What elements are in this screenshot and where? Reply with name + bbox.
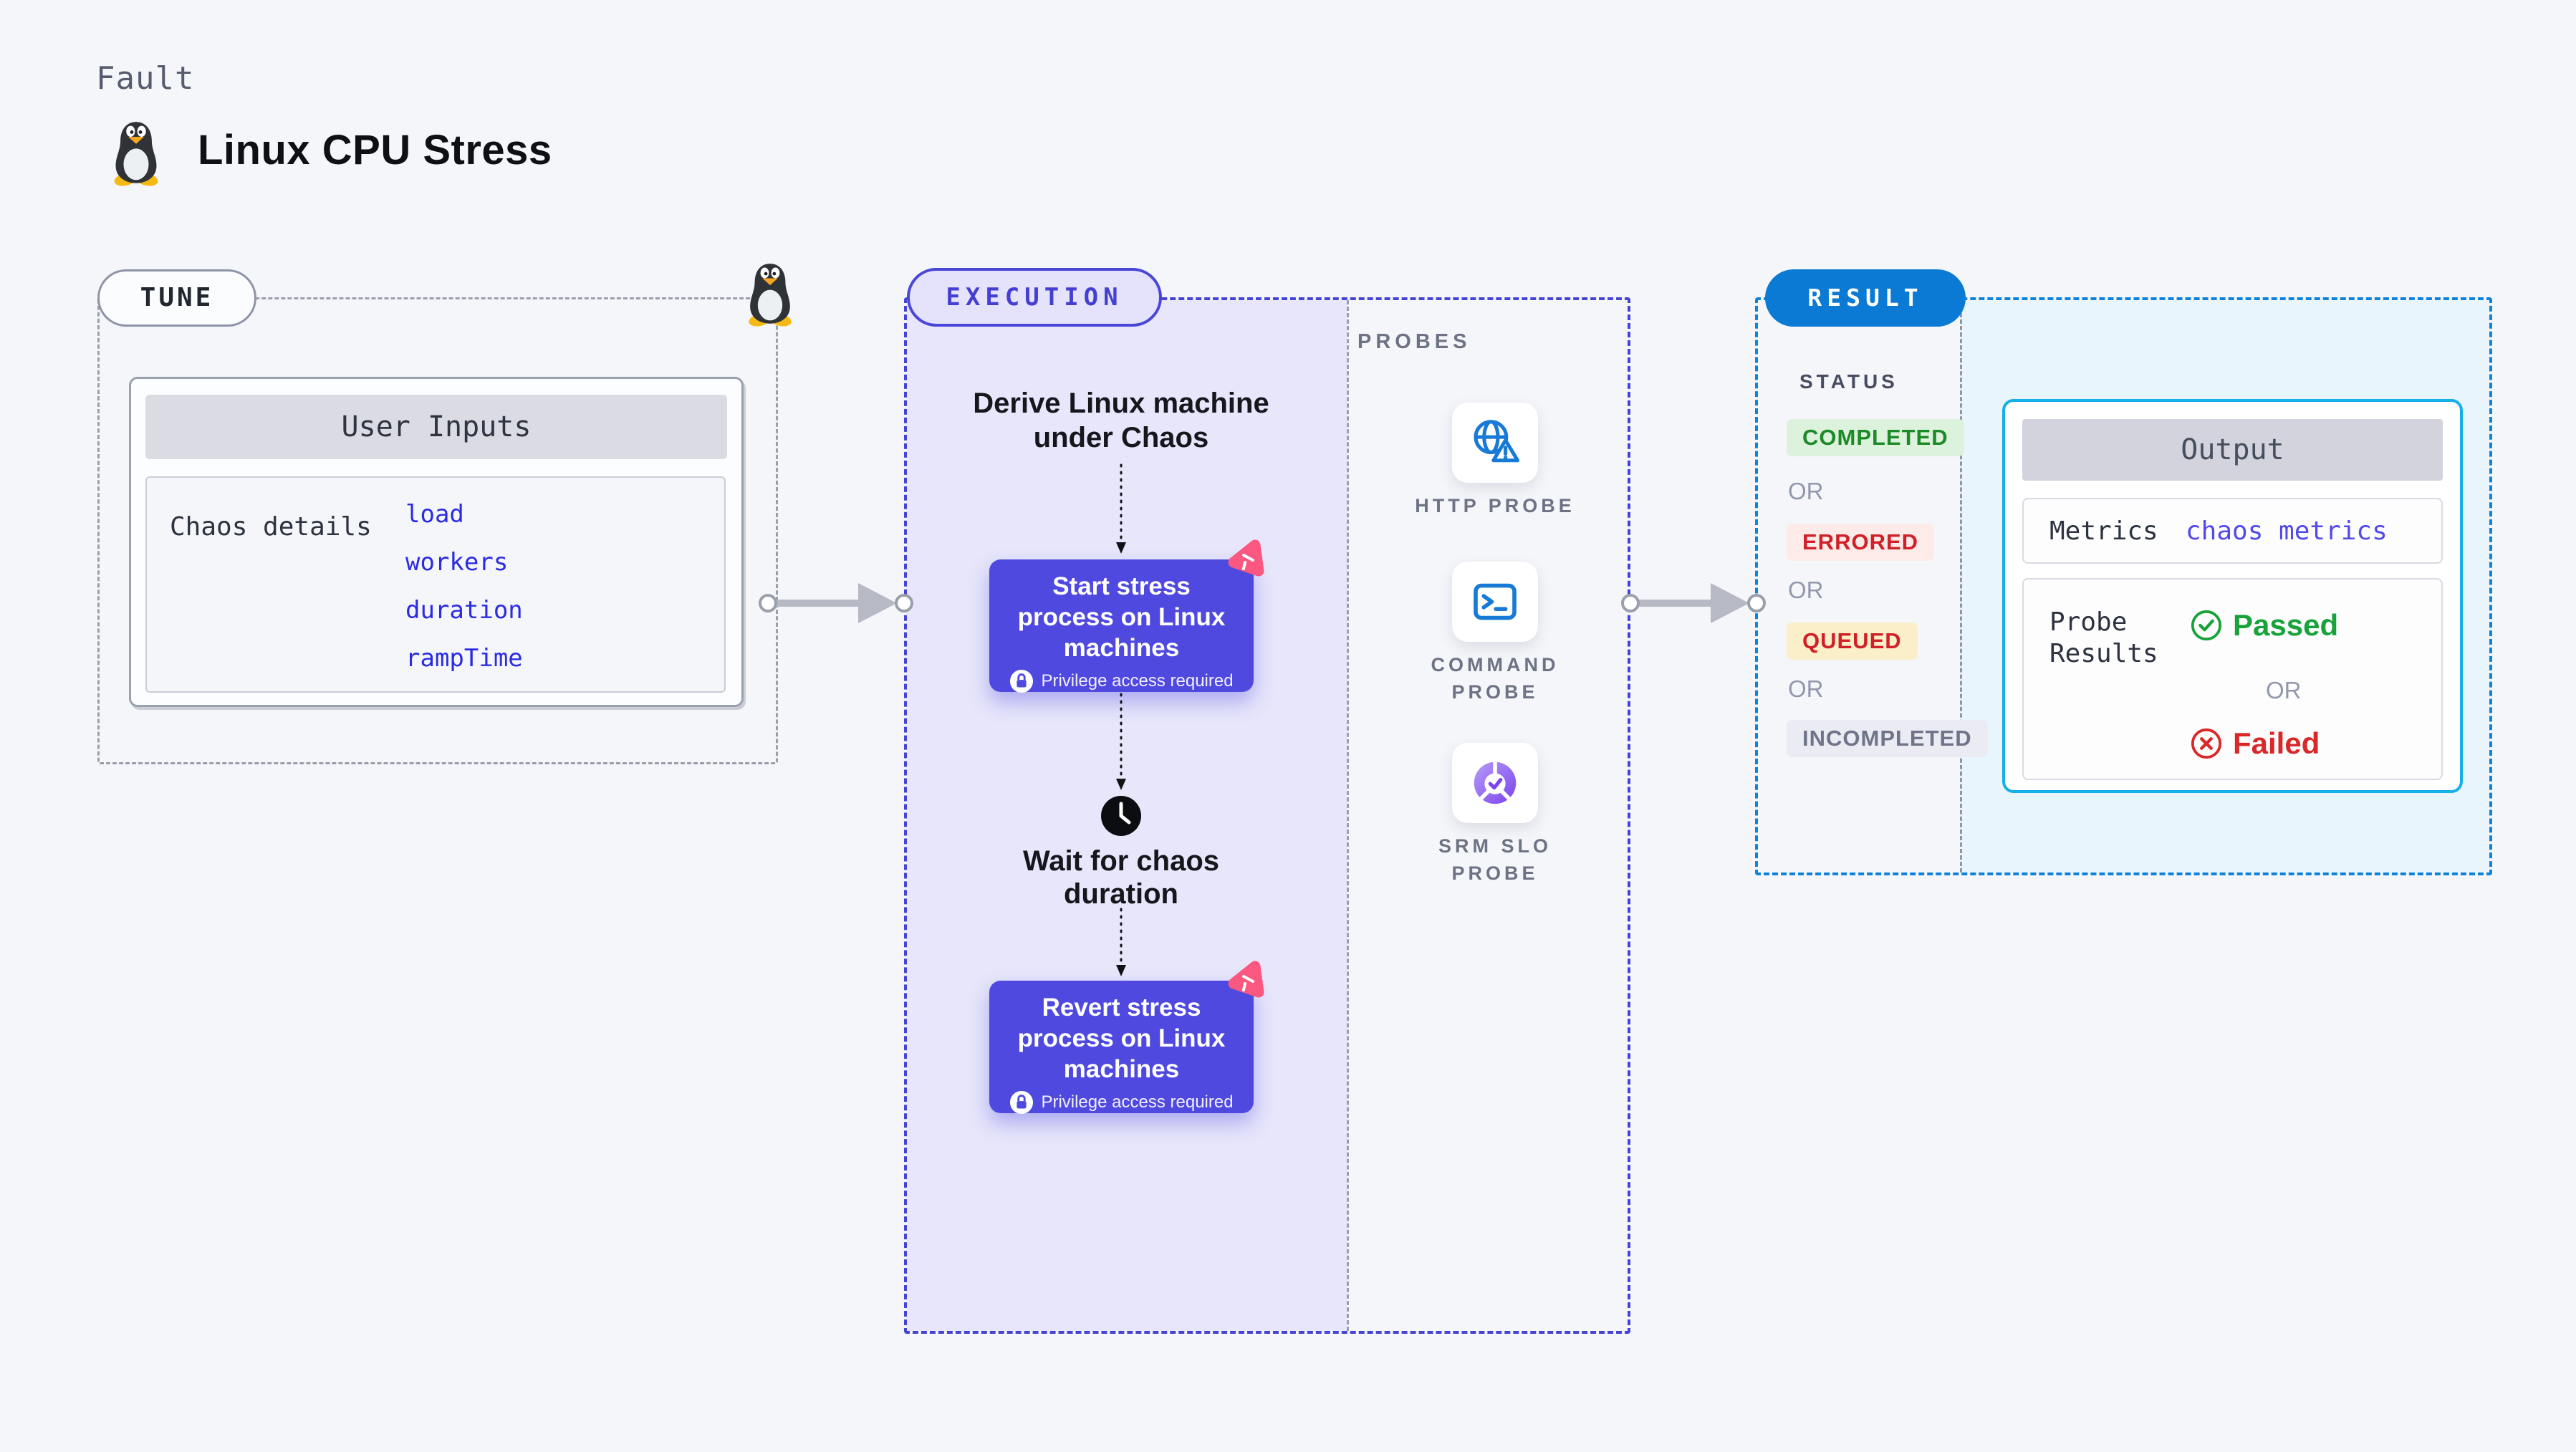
flow-dotted-arrow [1116,693,1126,790]
probe-results-label: Probe Results [2049,607,2158,668]
execution-section-label: EXECUTION [907,268,1162,327]
or-label: OR [1788,675,1824,702]
status-column-label: STATUS [1799,370,1898,393]
probe-failed-indicator: Failed [2190,726,2320,761]
chaos-details-label: Chaos details [170,512,372,542]
or-label: OR [1788,478,1824,504]
flow-dotted-arrow [1116,908,1126,976]
or-label: OR [1788,577,1824,603]
terminal-icon [1469,576,1521,628]
input-link-load[interactable]: load [405,500,464,529]
command-probe-label: COMMAND PROBE [1431,654,1559,703]
probe-passed-indicator: Passed [2190,608,2338,643]
chaos-experiment-icon [1224,958,1269,1004]
user-inputs-title: User Inputs [145,395,727,459]
chaos-metrics-link[interactable]: chaos metrics [2186,516,2388,546]
or-label: OR [2266,677,2302,703]
step-title: Start stress process on Linux machines [1017,572,1226,662]
lock-icon [1009,669,1034,693]
privilege-note: Privilege access required [1041,671,1234,691]
input-link-ramptime[interactable]: rampTime [405,644,523,673]
status-output-divider [1960,300,1962,872]
wait-clock-icon [1100,794,1143,837]
output-card: Output Metrics chaos metrics Probe Resul… [2002,399,2463,793]
result-section-label: RESULT [1765,269,1966,327]
result-section-box: STATUS COMPLETED OR ERRORED OR QUEUED OR… [1755,297,2492,875]
input-link-workers[interactable]: workers [405,548,509,577]
status-badge-completed: COMPLETED [1787,419,1964,456]
output-title: Output [2022,419,2443,481]
metrics-row: Metrics chaos metrics [2022,498,2443,564]
user-inputs-card: User Inputs Chaos details load workers d… [129,377,744,707]
check-circle-icon [2190,609,2223,642]
status-badge-errored: ERRORED [1787,524,1935,561]
execution-section-box: PROBES Derive Linux machine under Chaos … [904,297,1630,1334]
tune-to-execution-arrow [759,583,913,623]
status-badge-incompleted: INCOMPLETED [1787,720,1988,757]
revert-stress-step-node[interactable]: Revert stress process on Linux machines … [989,981,1254,1113]
http-probe-card[interactable] [1452,403,1538,483]
tune-section-label: TUNE [97,269,256,327]
metrics-label: Metrics [2049,516,2158,546]
flow-dotted-arrow [1116,463,1126,554]
privilege-note: Privilege access required [1041,1092,1234,1112]
chaos-experiment-icon [1224,537,1269,582]
tune-section-box [97,297,778,764]
http-probe-label: HTTP PROBE [1415,495,1575,516]
wait-duration-node: Wait for chaos duration [1022,845,1220,910]
execution-to-result-arrow [1621,583,1766,623]
command-probe-card[interactable] [1452,562,1538,642]
step-title: Revert stress process on Linux machines [1017,994,1226,1083]
probes-section-label: PROBES [1357,330,1471,353]
srm-slo-probe-label: SRM SLO PROBE [1438,835,1552,884]
start-stress-step-node[interactable]: Start stress process on Linux machines P… [989,559,1254,692]
globe-alert-icon [1469,417,1521,468]
srm-slo-probe-card[interactable] [1452,743,1538,823]
input-link-duration[interactable]: duration [405,596,523,625]
derive-machine-node: Derive Linux machine under Chaos [973,388,1269,453]
passed-label: Passed [2233,608,2339,642]
page-title: Linux CPU Stress [198,127,552,173]
lock-icon [1009,1090,1034,1115]
fault-kicker: Fault [96,60,195,97]
probe-results-row: Probe Results Passed OR Failed [2022,578,2443,780]
chaos-details-panel: Chaos details load workers duration ramp… [145,476,726,693]
x-circle-icon [2190,727,2223,760]
execution-probes-divider [1347,300,1349,1331]
linux-tux-icon [745,262,795,327]
slo-gauge-icon [1469,757,1521,809]
failed-label: Failed [2233,726,2320,760]
linux-tux-icon [105,120,168,186]
status-badge-queued: QUEUED [1787,622,1918,660]
